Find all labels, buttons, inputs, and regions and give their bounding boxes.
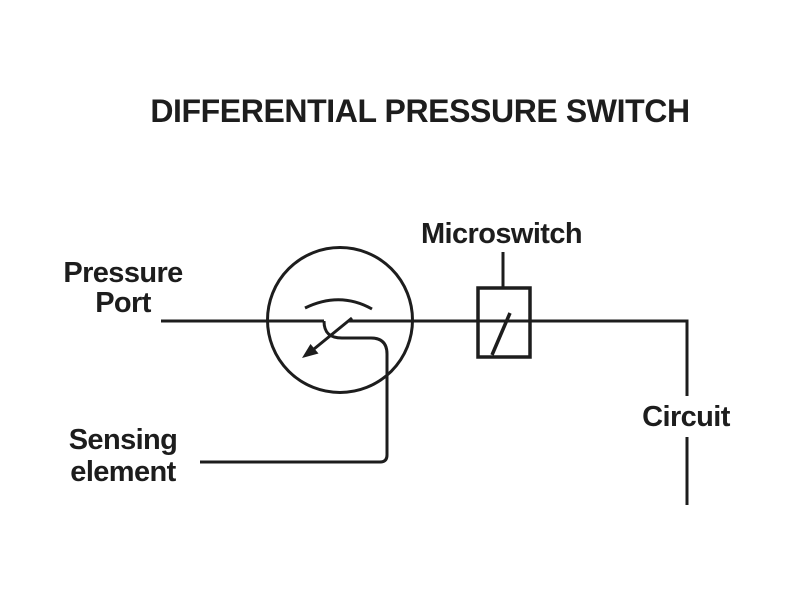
gauge-needle-icon [313,316,353,351]
main-line [348,319,689,396]
pressure-port-label-line2: Port [95,287,151,319]
pressure-port-label: Pressure Port [43,258,203,318]
gauge-needle-arrowhead-icon [302,344,319,358]
gauge-circle-icon [266,246,414,394]
microswitch-label: Microswitch [421,218,583,250]
sensing-element-label: Sensing element [43,424,203,488]
gauge-scale-arc-icon [304,298,373,311]
diagram-title: DIFFERENTIAL PRESSURE SWITCH [150,93,690,129]
sensing-element-label-line1: Sensing [68,424,178,456]
microswitch-contact-icon [490,312,512,356]
pressure-port-label-line1: Pressure [63,257,183,289]
sensing-element-label-line2: element [70,456,176,488]
circuit-label: Circuit [642,401,730,433]
